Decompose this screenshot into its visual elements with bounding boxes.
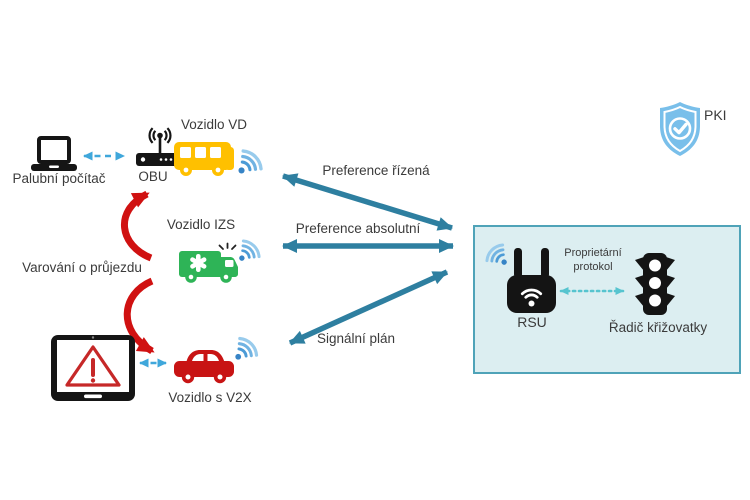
label-palubni-pocitac: Palubní počítač xyxy=(12,171,106,186)
label-signalni-plan: Signální plán xyxy=(316,331,396,346)
edge-preference-rizena xyxy=(282,173,453,231)
label-pki: PKI xyxy=(704,107,727,123)
label-preference-rizena: Preference řízená xyxy=(322,163,430,178)
bus-icon xyxy=(174,142,234,176)
label-vozidlo-vd: Vozidlo VD xyxy=(180,117,248,132)
label-proprietarni-protokol: Proprietární protokol xyxy=(564,247,622,273)
wifi-signal-icon xyxy=(237,231,267,265)
label-varovani: Varování o průjezdu xyxy=(22,260,142,275)
edge-signalni-plan xyxy=(288,269,449,346)
wifi-signal-icon xyxy=(236,141,270,177)
edge-varovani-up xyxy=(120,190,153,262)
wifi-signal-icon xyxy=(233,328,265,364)
label-vozidlo-izs: Vozidlo IZS xyxy=(166,217,236,232)
ambulance-icon xyxy=(179,242,238,283)
label-vozidlo-v2x: Vozidlo s V2X xyxy=(168,390,252,405)
siren-flash xyxy=(218,242,237,250)
label-rsu: RSU xyxy=(517,314,547,330)
label-obu: OBU xyxy=(138,169,168,184)
wifi-glyph xyxy=(520,288,543,307)
tablet-warning-icon xyxy=(51,335,135,401)
laptop-icon xyxy=(31,136,77,171)
edge-varovani-down xyxy=(123,277,155,355)
label-preference-absolutni: Preference absolutní xyxy=(295,221,421,236)
car-icon xyxy=(174,350,234,384)
traffic-light-icon xyxy=(635,253,675,315)
warning-triangle-icon xyxy=(65,345,121,387)
star-of-life xyxy=(190,254,207,272)
rsu-device-icon xyxy=(507,248,556,313)
label-radic-krizovatky: Řadič křižovatky xyxy=(608,320,708,335)
shield-check-icon xyxy=(660,102,700,156)
obu-router-icon xyxy=(136,127,184,166)
